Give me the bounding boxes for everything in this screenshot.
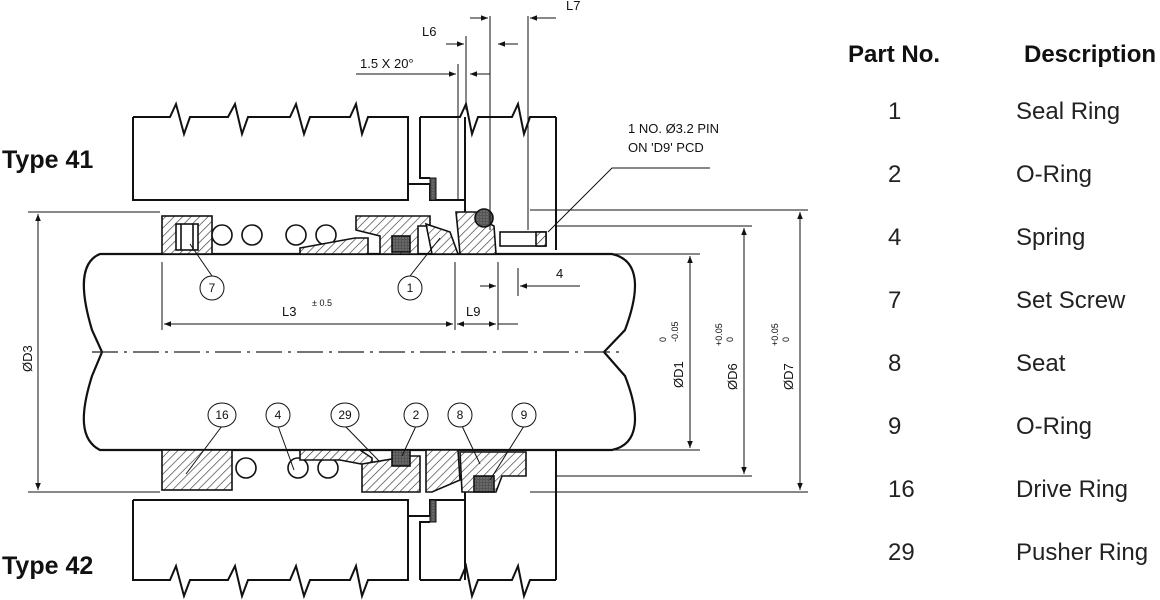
table-row: 7 Set Screw [840,269,1160,332]
dim-d6-tol-lower: 0 [725,337,735,342]
callout-1: 1 [407,281,414,295]
dim-d1-tol-upper: 0 [658,337,668,342]
header-description: Description [1024,41,1157,68]
part-no: 8 [888,349,902,377]
drive-ring [161,449,233,491]
parts-table: Part No. Description 1 Seal Ring 2 O-Rin… [840,30,1160,584]
dim-l3-tolerance: ± 0.5 [312,298,332,308]
part-description: O-Ring [1016,412,1093,440]
dim-l3: L3 [282,304,296,319]
dim-l6: L6 [422,24,436,39]
part-description: Spring [1016,223,1086,251]
seat [425,449,461,493]
callout-leaders [185,237,525,481]
top-pusher-ring [299,237,369,255]
table-row: 8 Seat [840,332,1160,395]
callout-8: 8 [457,408,464,422]
dim-d1: ØD1 [671,361,686,388]
part-description: Pusher Ring [1016,538,1149,566]
header-part-no: Part No. [848,41,941,68]
dim-d7-tol-lower: 0 [781,337,791,342]
bottom-o-ring-9 [473,475,495,493]
part-description: Drive Ring [1016,475,1129,503]
type-41-label: Type 41 [2,146,93,174]
dim-l9: L9 [466,304,480,319]
pin-note-line1: 1 NO. Ø3.2 PIN [628,121,719,136]
dim-d1-tol-lower: -0.05 [670,321,680,342]
table-row: 16 Drive Ring [840,458,1160,521]
parts-table-header: Part No. Description [840,30,1160,80]
table-row: 2 O-Ring [840,143,1160,206]
set-screw [175,223,199,251]
top-o-ring-9 [474,208,494,228]
part-no: 1 [888,97,902,125]
top-spring-coil [211,224,233,246]
callout-7: 7 [209,281,216,295]
callout-16: 16 [215,408,229,422]
table-row: 9 O-Ring [840,395,1160,458]
seal-ring [424,222,460,255]
bottom-o-ring-2 [391,449,411,467]
dim-4: 4 [556,266,563,281]
dim-chamfer: 1.5 X 20° [360,56,414,71]
part-no: 7 [888,286,902,314]
part-description: Set Screw [1016,286,1126,314]
dim-d7-tol-upper: +0.05 [770,323,780,346]
bottom-spring-coil [317,457,339,479]
part-no: 9 [888,412,902,440]
callout-29: 29 [338,408,352,422]
part-description: Seat [1016,349,1066,377]
part-no: 29 [888,538,915,566]
callout-bubbles: 7 1 16 4 29 2 8 9 [199,275,537,428]
part-description: Seal Ring [1016,97,1121,125]
bottom-seal-assembly [161,449,527,493]
dimension-lines [28,15,808,493]
table-row: 4 Spring [840,206,1160,269]
callout-4: 4 [275,408,282,422]
dim-l7: L7 [566,0,580,13]
top-gasket [429,177,437,201]
dim-d6: ØD6 [725,363,740,390]
bottom-spring-coil [287,457,309,479]
top-o-ring-2 [391,235,411,253]
table-row: 29 Pusher Ring [840,521,1160,584]
part-no: 16 [888,475,915,503]
table-row: 1 Seal Ring [840,80,1160,143]
part-no: 4 [888,223,902,251]
part-description: O-Ring [1016,160,1093,188]
dim-d3: ØD3 [20,345,35,372]
top-seal-assembly [161,208,547,255]
top-spring-coil [241,224,263,246]
shaft [82,252,637,452]
callout-2: 2 [413,408,420,422]
bottom-spring-coil [235,457,257,479]
top-spring-coil [285,224,307,246]
bottom-gasket [429,499,437,523]
type-42-label: Type 42 [2,552,93,580]
part-no: 2 [888,160,902,188]
dim-d6-tol-upper: +0.05 [714,323,724,346]
callout-9: 9 [521,408,528,422]
top-seal-ring-holder [355,215,431,255]
dim-d7: ØD7 [781,363,796,390]
pin-note-line2: ON 'D9' PCD [628,140,704,155]
